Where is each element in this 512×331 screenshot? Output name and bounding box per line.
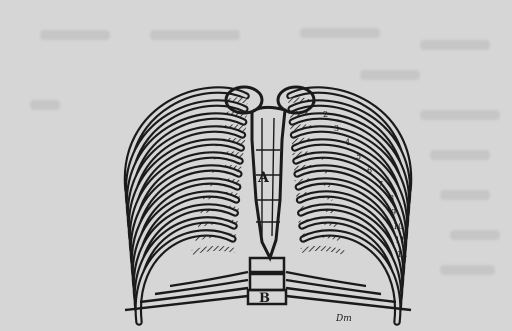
rib-number-4: 4 bbox=[345, 138, 350, 147]
bleed-mark bbox=[40, 30, 110, 40]
rib-number-7: 7 bbox=[378, 180, 383, 189]
bleed-mark bbox=[440, 190, 490, 200]
bleed-mark bbox=[440, 265, 495, 275]
rib-number-1: 1 bbox=[312, 96, 317, 105]
rib-number-6: 6 bbox=[367, 166, 372, 175]
rib-number-11: 11 bbox=[395, 236, 405, 245]
label-b: B bbox=[259, 291, 270, 306]
bleed-mark bbox=[30, 100, 60, 110]
bleed-mark bbox=[420, 110, 500, 120]
artist-signature: Dm bbox=[335, 314, 352, 324]
rib-number-8: 8 bbox=[389, 194, 394, 203]
rib-number-12: 12 bbox=[397, 250, 407, 259]
bleed-mark bbox=[360, 70, 420, 80]
rib-number-5: 5 bbox=[356, 152, 361, 161]
bleed-mark bbox=[450, 230, 500, 240]
rib-number-10: 10 bbox=[393, 222, 403, 231]
bleed-mark bbox=[420, 40, 490, 50]
bleed-mark bbox=[430, 150, 490, 160]
label-a: A bbox=[257, 170, 270, 186]
bleed-mark bbox=[150, 30, 240, 40]
rib-number-2: 2 bbox=[323, 110, 328, 119]
rib-number-3: 3 bbox=[334, 124, 339, 133]
rib-number-9: 9 bbox=[391, 208, 396, 217]
bleed-mark bbox=[300, 28, 380, 38]
